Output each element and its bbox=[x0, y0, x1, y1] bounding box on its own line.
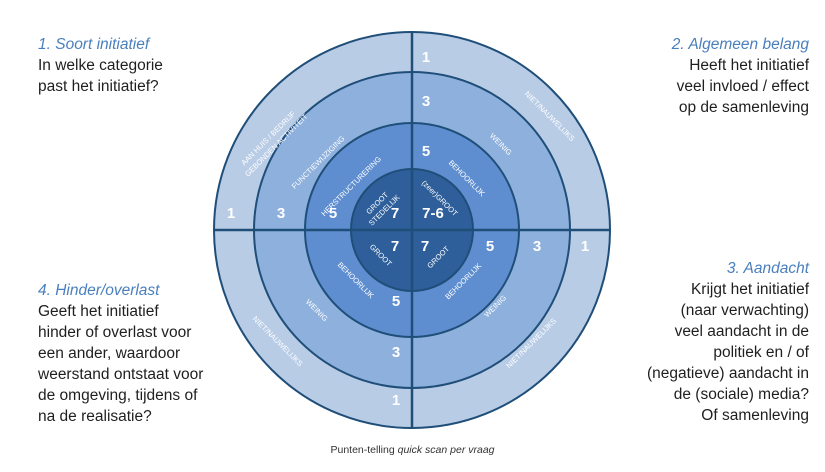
question-3-block: 3. Aandacht Krijgt het initiatief (naar … bbox=[647, 258, 809, 426]
question-3-line-4: politiek en / of bbox=[713, 344, 809, 361]
question-1-line-1: In welke categorie bbox=[38, 57, 163, 74]
q3-score-ring3: 3 bbox=[533, 238, 541, 255]
question-4-line-2: hinder of overlast voor bbox=[38, 324, 192, 341]
question-2-line-3: op de samenleving bbox=[678, 99, 809, 116]
q2-score-center: 7-6 bbox=[422, 205, 444, 222]
q3-score-outer: 1 bbox=[581, 238, 589, 255]
caption-emphasis: quick scan per vraag bbox=[397, 444, 495, 456]
question-4-line-6: na de realisatie? bbox=[38, 408, 152, 425]
caption-prefix: Punten-telling bbox=[330, 444, 398, 456]
q4-score-outer: 1 bbox=[392, 392, 400, 409]
question-4-block: 4. Hinder/overlast Geeft het initiatief … bbox=[38, 280, 203, 427]
q2-score-ring3: 3 bbox=[422, 93, 430, 110]
question-4-line-1: Geeft het initiatief bbox=[38, 303, 159, 320]
question-3-line-6: de (sociale) media? bbox=[673, 386, 809, 403]
q2-score-outer: 1 bbox=[422, 49, 430, 66]
question-1-line-2: past het initiatief? bbox=[38, 78, 159, 95]
question-2-heading: 2. Algemeen belang bbox=[671, 36, 809, 53]
q1-score-outer: 1 bbox=[227, 205, 235, 222]
question-3-line-2: (naar verwachting) bbox=[680, 302, 809, 319]
question-3-line-1: Krijgt het initiatief bbox=[690, 281, 809, 298]
question-2-line-2: veel invloed / effect bbox=[676, 78, 809, 95]
question-2-block: 2. Algemeen belang Heeft het initiatief … bbox=[672, 34, 809, 118]
q1-score-center: 7 bbox=[391, 205, 399, 222]
question-1-block: 1. Soort initiatief In welke categorie p… bbox=[38, 34, 163, 97]
q3-score-ring2: 5 bbox=[486, 238, 494, 255]
question-4-line-4: weerstand ontstaat voor bbox=[38, 366, 204, 383]
q1-score-ring2: 5 bbox=[329, 205, 337, 222]
question-3-line-3: veel aandacht in de bbox=[674, 323, 809, 340]
caption: Punten-telling quick scan per vraag bbox=[0, 444, 825, 456]
question-1-heading: 1. Soort initiatief bbox=[38, 36, 150, 53]
question-3-line-5: (negatieve) aandacht in bbox=[646, 365, 809, 382]
question-4-line-5: de omgeving, tijdens of bbox=[38, 387, 198, 404]
question-3-line-7: Of samenleving bbox=[701, 407, 809, 424]
q4-score-ring2: 5 bbox=[392, 293, 400, 310]
question-4-heading: 4. Hinder/overlast bbox=[38, 282, 160, 299]
q3-score-center: 7 bbox=[421, 238, 429, 255]
q2-score-ring2: 5 bbox=[422, 143, 430, 160]
q4-score-center: 7 bbox=[391, 238, 399, 255]
q4-score-ring3: 3 bbox=[392, 344, 400, 361]
q1-score-ring3: 3 bbox=[277, 205, 285, 222]
question-2-line-1: Heeft het initiatief bbox=[689, 57, 809, 74]
question-3-heading: 3. Aandacht bbox=[726, 260, 809, 277]
question-4-line-3: een ander, waardoor bbox=[38, 345, 181, 362]
